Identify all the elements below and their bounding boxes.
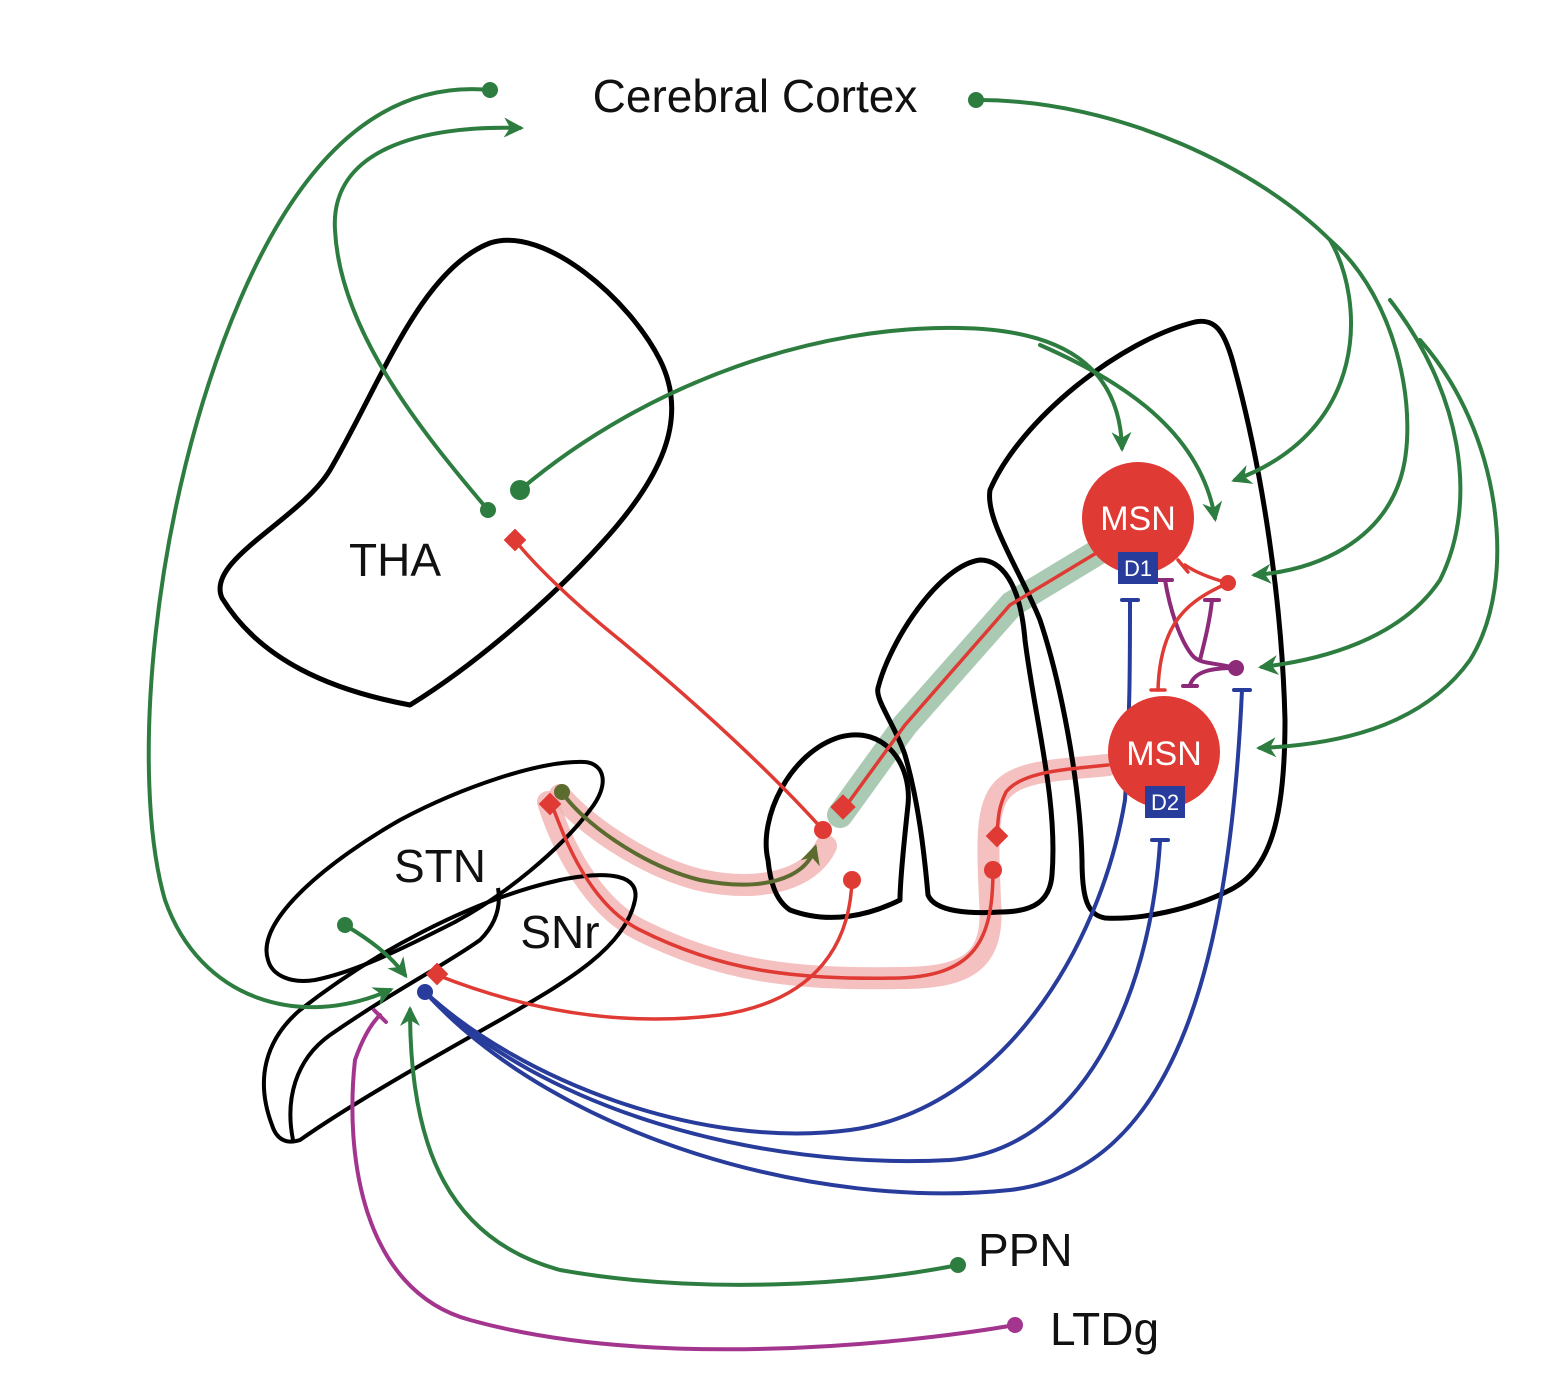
- thalamus-label: THA: [349, 534, 441, 586]
- d2-receptor-box: [1145, 786, 1185, 818]
- stn-gpe-terminal: [554, 784, 570, 800]
- msn-d1-label: MSN: [1100, 500, 1176, 538]
- stn-outline: [264, 759, 605, 983]
- gaba-interneuron-to-d2: [1156, 581, 1230, 692]
- d1-receptor-label: D1: [1124, 556, 1152, 581]
- cholinergic-interneuron: [1228, 660, 1244, 676]
- stn-label: STN: [394, 840, 486, 892]
- ppn-to-snr-projection: [400, 1006, 960, 1287]
- cortex-to-striatum-projection-3: [1258, 298, 1463, 676]
- thalamus-inhibitory-synapse: [503, 528, 527, 552]
- snc-to-interneuron-projection: [423, 688, 1244, 1196]
- cortex-left-terminal: [482, 82, 498, 98]
- gpe-terminal: [814, 821, 832, 839]
- gpi-terminal: [843, 871, 861, 889]
- snr-label: SNr: [520, 906, 599, 958]
- thalamus-to-cortex-projection: [332, 117, 524, 512]
- interneuron-to-d1-projection: [1163, 578, 1237, 670]
- gpe-stn-terminal: [984, 861, 1002, 879]
- stn-to-gpe-projection: [560, 790, 820, 887]
- inhibitory-terminals: [425, 528, 1236, 986]
- cortex-to-striatum-projection-2: [1251, 238, 1410, 584]
- snr-inhibitory-synapse: [425, 962, 449, 986]
- msn-d2-label: MSN: [1126, 735, 1202, 773]
- snc-to-d1-projection: [423, 598, 1132, 1136]
- gpe-inhibitory-synapse: [985, 824, 1009, 848]
- ppn-terminal: [950, 1257, 966, 1273]
- msn-d2-neuron: MSN D2: [1108, 696, 1220, 818]
- thalamus-to-striatum-interneuron-projection: [1038, 343, 1223, 522]
- thalamus-to-striatum-projection: [518, 325, 1132, 492]
- cerebral-cortex-label: Cerebral Cortex: [593, 70, 918, 122]
- ltdg-to-snr-projection: [350, 1013, 1017, 1352]
- brain-regions: [217, 237, 1288, 1144]
- striatum-outline: [987, 318, 1288, 921]
- ppn-label: PPN: [978, 1224, 1073, 1276]
- snc-to-d2-projection: [423, 840, 1162, 1164]
- gpe-to-stn-projection: [550, 803, 995, 980]
- excitatory-terminals: [337, 82, 984, 1273]
- d1-to-gpi-projection: [841, 550, 1100, 812]
- gpi-outline: [875, 557, 1056, 916]
- d2-receptor-label: D2: [1151, 790, 1179, 815]
- gpi-inhibitory-synapse: [830, 794, 856, 820]
- ltdg-terminal: [1007, 1317, 1023, 1333]
- indirect-pathway-highlight: [537, 754, 1119, 990]
- thalamus-terminal-1: [480, 502, 496, 518]
- msn-d1-neuron: MSN D1: [1082, 462, 1194, 584]
- gpe-outline: [763, 732, 911, 920]
- gpe-to-thalamus-projection: [513, 538, 825, 832]
- excitatory-projections: [146, 87, 1500, 1287]
- thalamus-terminal-2: [510, 480, 530, 500]
- thalamus-outline: [217, 237, 675, 708]
- snc-terminal: [417, 984, 433, 1000]
- interneuron-to-d2-projection: [1188, 666, 1237, 687]
- msn-d2-soma: [1108, 696, 1220, 808]
- ltdg-label: LTDg: [1050, 1303, 1159, 1355]
- stn-gpe-highlight: [549, 784, 837, 896]
- interneuron-to-gaba-projection: [1198, 598, 1214, 662]
- gaba-interneuron: [1220, 575, 1236, 591]
- stn-terminal: [337, 917, 353, 933]
- cholinergic-projections: [350, 578, 1237, 1352]
- d2-to-gpe-projection: [995, 763, 1110, 838]
- snr-inner-fold: [288, 887, 501, 1141]
- cortex-to-striatum-projection-4: [1256, 338, 1500, 758]
- msn-d1-soma: [1082, 462, 1194, 574]
- cortex-to-stn-snr-projection: [146, 87, 492, 1010]
- dopaminergic-projections: [423, 598, 1252, 1196]
- gpi-to-snr-projection: [435, 878, 854, 1021]
- stn-inhibitory-synapse: [538, 792, 562, 816]
- cortex-right-terminal: [968, 92, 984, 108]
- inhibitory-projections: [435, 538, 1230, 1021]
- d1-receptor-box: [1118, 552, 1158, 584]
